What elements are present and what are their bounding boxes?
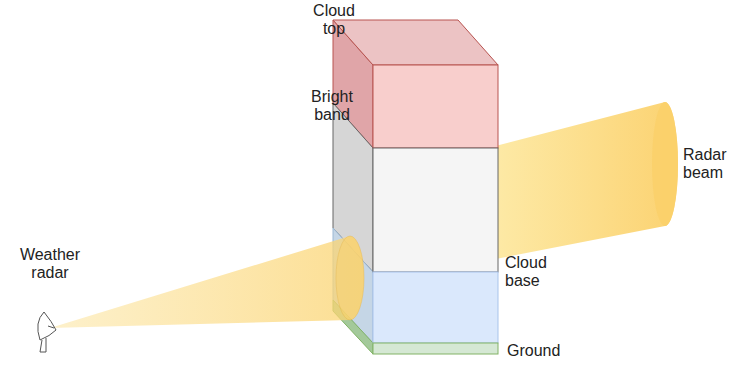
radar-dish-icon: [38, 312, 56, 352]
annotation-label: Bright band: [304, 88, 360, 124]
annotation-label: Cloud base: [505, 254, 561, 290]
radar-beam-right: [480, 102, 678, 262]
annotation-label: Radar beam: [683, 146, 731, 182]
annotation-label: Cloud top: [305, 2, 363, 38]
annotation-label: Ground: [507, 342, 577, 360]
radar-beam-left: [50, 236, 364, 328]
annotation-label: Weather radar: [14, 246, 86, 282]
cloud-column: [333, 20, 498, 354]
